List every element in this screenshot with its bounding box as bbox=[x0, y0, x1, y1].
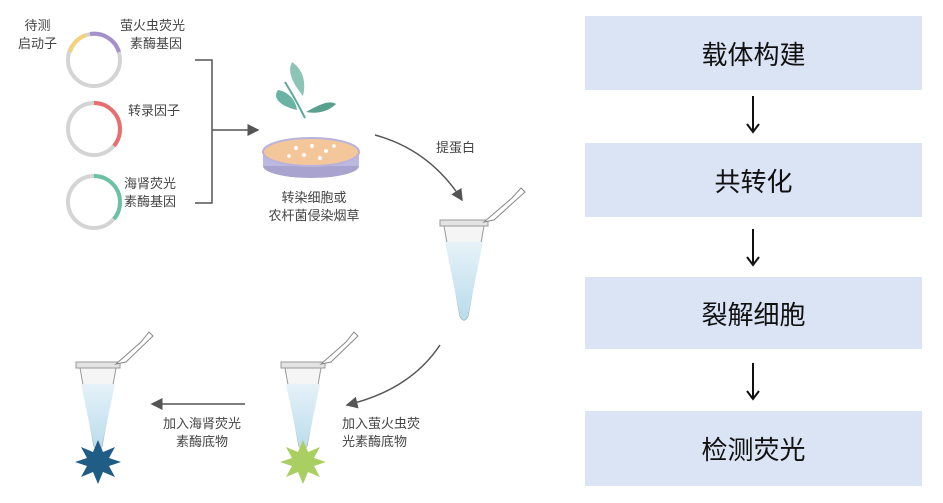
renilla-luminescence-burst bbox=[75, 440, 121, 484]
renilla-substrate-label: 加入海肾荧光 素酶底物 bbox=[150, 416, 254, 452]
renilla-substrate-label-line2: 素酶底物 bbox=[175, 435, 228, 450]
transformation-label-line1: 转染细胞或 bbox=[281, 191, 347, 206]
flow-step-fluorescence-detection: 检测荧光 bbox=[585, 411, 922, 486]
renilla-gene-label-line2: 素酶基因 bbox=[124, 195, 177, 210]
tube-extract-icon bbox=[439, 187, 526, 321]
promoter-label: 待测 启动子 bbox=[18, 18, 57, 54]
plant-icon bbox=[276, 62, 336, 119]
promoter-label-line1: 待测 bbox=[24, 19, 51, 34]
flow-arrow-3 bbox=[746, 363, 760, 401]
firefly-luminescence-burst bbox=[280, 440, 326, 484]
firefly-substrate-label: 加入萤火虫荧 光素酶底物 bbox=[342, 416, 420, 452]
flow-step-cell-lysis: 裂解细胞 bbox=[585, 277, 922, 349]
renilla-gene-label-line1: 海肾荧光 bbox=[124, 177, 177, 192]
extraction-label: 提蛋白 bbox=[436, 141, 476, 156]
arrow-to-extraction bbox=[374, 134, 463, 202]
experiment-diagram bbox=[66, 31, 526, 484]
renilla-gene-label: 海肾荧光 素酶基因 bbox=[124, 176, 176, 212]
petri-dish-icon bbox=[262, 137, 360, 178]
plasmid-transcription-factor bbox=[66, 101, 123, 157]
transformation-label-line2: 农杆菌侵染烟草 bbox=[268, 209, 360, 224]
firefly-gene-label-line1: 萤火虫荧光 bbox=[120, 19, 186, 34]
arrow-to-firefly bbox=[345, 344, 441, 409]
flow-arrow-2 bbox=[746, 229, 760, 267]
firefly-substrate-label-line2: 光素酶底物 bbox=[342, 435, 408, 450]
tube-firefly-icon bbox=[280, 331, 359, 450]
firefly-substrate-label-line1: 加入萤火虫荧 bbox=[342, 417, 421, 432]
tube-renilla-icon bbox=[75, 331, 154, 450]
renilla-substrate-label-line1: 加入海肾荧光 bbox=[162, 417, 241, 432]
flow-arrow-1 bbox=[746, 96, 760, 134]
firefly-gene-label: 萤火虫荧光 素酶基因 bbox=[120, 18, 185, 54]
promoter-label-line2: 启动子 bbox=[18, 37, 58, 52]
tf-label: 转录因子 bbox=[128, 104, 181, 119]
flow-step-cotransformation: 共转化 bbox=[585, 143, 922, 217]
plasmid-renilla bbox=[66, 174, 123, 230]
flow-step-vector-construction: 载体构建 bbox=[585, 16, 922, 90]
firefly-gene-label-line2: 素酶基因 bbox=[130, 37, 183, 52]
plasmid-firefly bbox=[66, 31, 122, 88]
transformation-label: 转染细胞或 农杆菌侵染烟草 bbox=[254, 190, 374, 226]
bracket bbox=[195, 59, 258, 204]
